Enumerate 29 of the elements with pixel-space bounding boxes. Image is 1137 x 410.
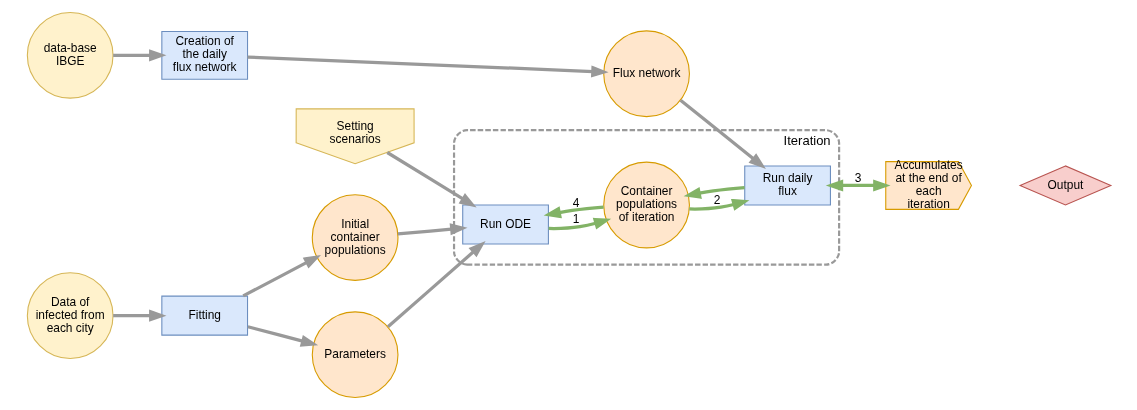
arrow — [246, 55, 609, 78]
edge-label: 3 — [854, 171, 861, 185]
node-diamond: Output — [1018, 165, 1112, 206]
arrow — [112, 309, 166, 322]
node-box: Run ODE — [461, 204, 549, 245]
node-circle: Initial container populations — [311, 194, 398, 281]
node-circle: Flux network — [602, 30, 690, 118]
edge-label: 2 — [713, 192, 720, 207]
node-box: Creation of the daily flux network — [160, 30, 248, 80]
arrow — [246, 325, 318, 347]
node-circle: Data of infected from each city — [26, 272, 114, 360]
arrow — [385, 151, 477, 208]
node-circle: data-base IBGE — [26, 11, 114, 99]
arrow — [397, 223, 467, 236]
arrow — [688, 198, 749, 211]
arrow — [548, 217, 611, 231]
edge-label: 1 — [572, 212, 579, 227]
arrow — [683, 185, 745, 199]
arrow — [386, 241, 486, 328]
arrow — [543, 205, 604, 219]
arrow — [241, 254, 321, 298]
node-box: Fitting — [160, 295, 248, 336]
node-box: Run daily flux — [743, 165, 831, 206]
arrow — [679, 98, 766, 169]
edge-label: 4 — [572, 195, 579, 210]
arrow — [112, 49, 166, 62]
node-circle: Container populations of iteration — [602, 161, 690, 249]
node-circle: Parameters — [311, 311, 398, 399]
arrow — [825, 179, 891, 192]
